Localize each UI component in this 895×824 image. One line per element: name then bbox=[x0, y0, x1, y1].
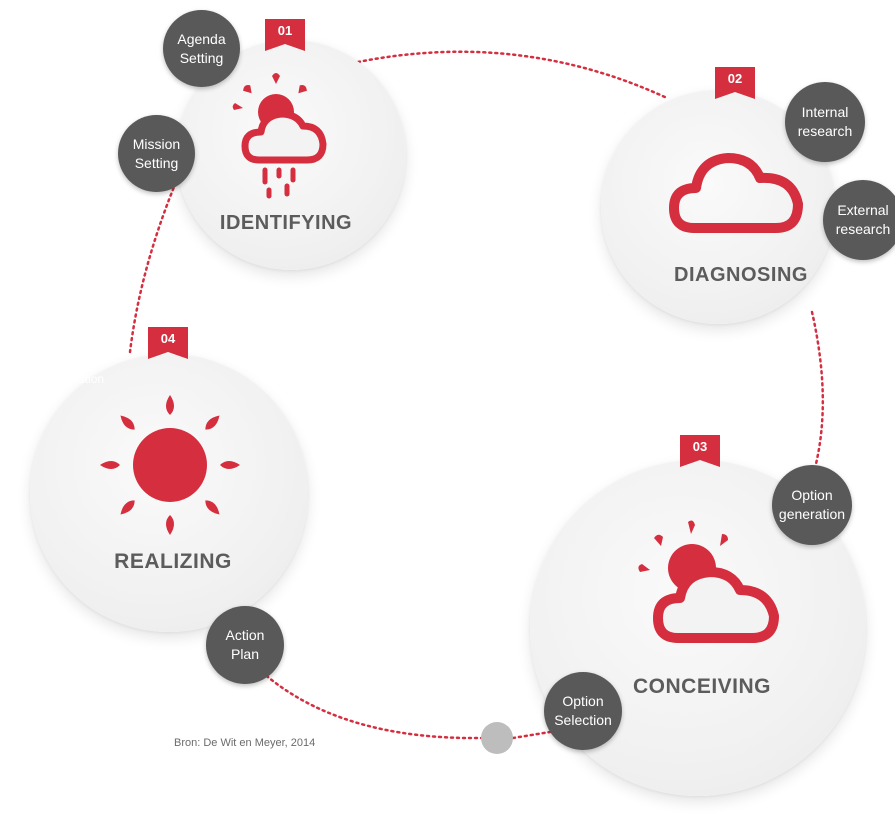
bubble-label: Option Selection bbox=[554, 693, 612, 728]
connector-02-03 bbox=[810, 310, 825, 470]
bubble-external-research: External research bbox=[823, 180, 895, 260]
connector-03-04 bbox=[260, 670, 484, 740]
sun-icon bbox=[100, 395, 240, 535]
stage-label-identifying: IDENTIFYING bbox=[219, 212, 353, 234]
sun-cloud-icon bbox=[638, 520, 779, 643]
connector-dot bbox=[481, 722, 513, 754]
bubble-label: Agenda Setting bbox=[177, 30, 226, 66]
source-caption: Bron: De Wit en Meyer, 2014 bbox=[174, 737, 316, 749]
stage-label-conceiving: CONCEIVING bbox=[632, 675, 772, 698]
bubble-mission-setting: Mission Setting bbox=[118, 115, 195, 192]
stage-label-diagnosing: DIAGNOSING bbox=[674, 264, 808, 286]
bubble-agenda-setting: Agenda Setting bbox=[163, 10, 240, 87]
bubble-option-generation: Option generation bbox=[772, 465, 852, 545]
bubble-label: Option generation bbox=[778, 487, 846, 522]
connector-03-selection bbox=[511, 730, 552, 740]
sun-cloud-rain-icon bbox=[232, 73, 327, 199]
connector-01-02 bbox=[356, 50, 669, 100]
bubble-label: Action Plan bbox=[225, 627, 265, 662]
bubble-action-plan: Action Plan bbox=[206, 606, 284, 684]
hidden-evaluation-text: Evaluation bbox=[48, 372, 105, 386]
bubble-option-selection: Option Selection bbox=[544, 672, 622, 750]
cloud-icon bbox=[669, 153, 803, 233]
bubble-label: External research bbox=[835, 202, 891, 237]
stage-label-realizing: REALIZING bbox=[114, 550, 232, 573]
bubble-label: Internal research bbox=[797, 104, 853, 139]
bubble-label: Mission Setting bbox=[132, 135, 181, 171]
connector-04-01 bbox=[128, 180, 178, 354]
bubble-internal-research: Internal research bbox=[785, 82, 865, 162]
